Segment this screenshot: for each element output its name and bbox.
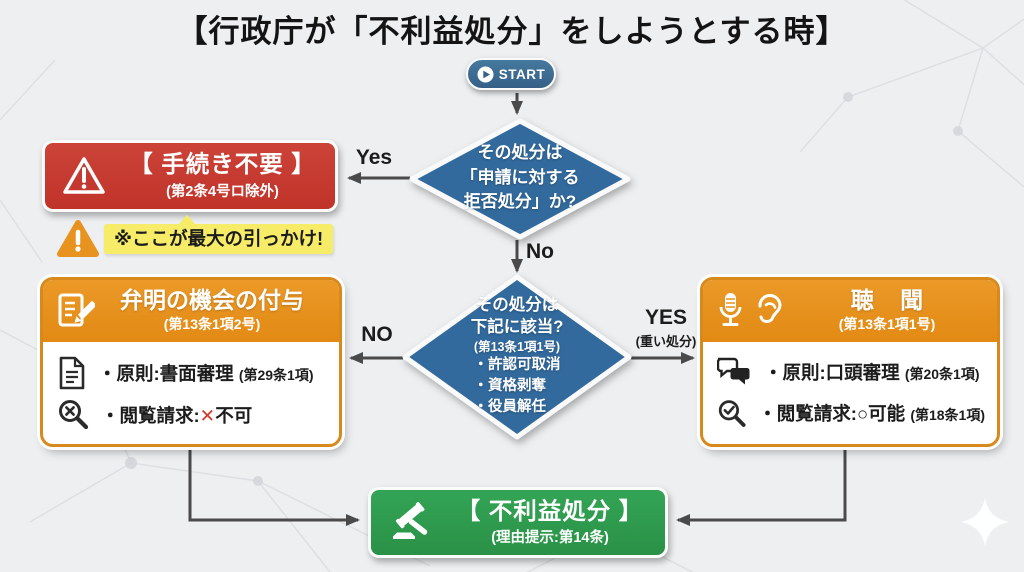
chomon-row-principle: ・原則:口頭審理 (第20条1項) (717, 356, 985, 388)
edge-chomon-to-result (676, 450, 847, 526)
chomon-row-inspection: ・閲覧請求:○可能 (第18条1項) (717, 397, 985, 430)
decision1-text: その処分は 「申請に対する 拒否処分」か? (460, 143, 580, 212)
edge-benmei-to-result (188, 450, 360, 526)
page-title: 【行政庁が「不利益処分」をしようとする時】 (176, 14, 848, 49)
edge-label-no2: NO (361, 323, 393, 346)
start-node: START (466, 58, 556, 90)
decision2-diamond (402, 274, 632, 440)
play-icon (477, 66, 494, 82)
no-procedure-ref: (第2条4号ロ除外) (166, 184, 279, 200)
circle-mark: ○ (856, 403, 869, 425)
gavel-icon (393, 501, 428, 539)
warning-triangle-icon (63, 157, 105, 194)
flow-connectors (188, 93, 847, 526)
sparkle-icon (961, 498, 1009, 546)
benmei-ref: (第13条1項2号) (163, 316, 261, 333)
edge-label-yes2-note: (重い処分) (635, 334, 697, 349)
result-ref: (理由提示:第14条) (491, 530, 609, 546)
result-box: 【 不利益処分 】 (理由提示:第14条) (368, 487, 668, 558)
ear-icon (758, 294, 782, 323)
edge-label-yes1: Yes (355, 146, 393, 169)
benmei-row-inspection: ・閲覧請求:✕不可 (57, 398, 327, 431)
document-icon (59, 356, 85, 390)
alert-triangle-icon (57, 220, 99, 257)
chomon-ref: (第13条1項1号) (838, 316, 936, 333)
no-procedure-box: 【 手続き不要 】 (第2条4号ロ除外) (42, 140, 338, 212)
magnifier-x-icon (59, 400, 89, 430)
trap-note: ※ここが最大の引っかけ! (104, 215, 334, 254)
document-pencil-icon (58, 293, 95, 327)
chomon-title: 聴 聞 (850, 286, 934, 313)
decision1-diamond (409, 118, 631, 240)
microphone-icon (719, 293, 742, 326)
benmei-box: 弁明の機会の付与 (第13条1項2号) ・原則:書面審理 (第29条1項) (40, 277, 342, 447)
result-title: 【 不利益処分 】 (456, 497, 644, 524)
edge-label-no1: No (526, 240, 554, 263)
edge-label-yes2: YES (644, 306, 688, 329)
chomon-box: 聴 聞 (第13条1項1号) ・原則:口頭審理 (第20条1項) (700, 277, 1000, 447)
magnifier-check-icon (718, 399, 746, 427)
speech-bubbles-icon (717, 358, 750, 385)
no-procedure-title: 【 手続き不要 】 (129, 150, 316, 177)
x-mark: ✕ (199, 404, 216, 426)
decision2-text: その処分は 下記に該当? (第13条1項1号) ・許認可取消 ・資格剥奪 ・役員… (470, 296, 564, 415)
benmei-row-principle: ・原則:書面審理 (第29条1項) (57, 355, 327, 391)
benmei-title: 弁明の機会の付与 (120, 286, 304, 313)
start-label: START (498, 66, 546, 82)
